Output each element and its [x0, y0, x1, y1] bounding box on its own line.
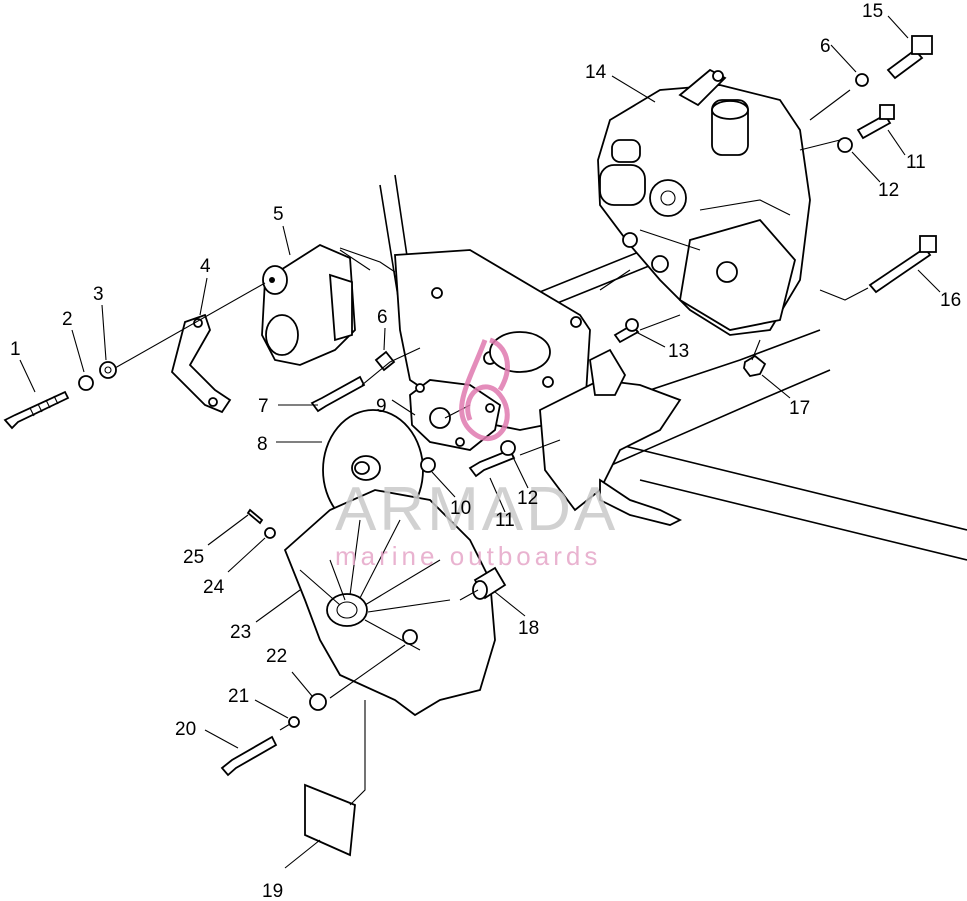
callout-4: 4	[200, 256, 211, 277]
callout-16: 16	[940, 290, 961, 311]
starter-motor	[261, 243, 356, 366]
callout-7: 7	[258, 396, 269, 417]
watermark-title: ARMADA	[335, 475, 618, 544]
watermark-subtitle: marine outboards	[335, 541, 601, 571]
callout-12-upper: 12	[878, 180, 899, 201]
explode-lines	[114, 89, 869, 806]
frame-bracket	[539, 348, 683, 526]
callout-23: 23	[230, 622, 251, 643]
callout-18: 18	[518, 618, 539, 639]
callout-20: 20	[175, 719, 196, 740]
callout-5: 5	[273, 204, 284, 225]
bolts	[3, 35, 937, 777]
callout-11-upper: 11	[906, 152, 926, 173]
bracket-4	[170, 313, 232, 414]
callout-22: 22	[266, 646, 287, 667]
belt-guard-cover	[283, 489, 496, 717]
callout-24: 24	[203, 577, 225, 598]
callout-6-left: 6	[377, 307, 388, 328]
bracket-plate-9	[409, 379, 502, 451]
callout-12-lower: 12	[517, 488, 538, 509]
callout-21: 21	[228, 686, 249, 707]
callout-15: 15	[862, 1, 883, 22]
callout-25: 25	[183, 547, 204, 568]
callout-19: 19	[262, 881, 283, 901]
callout-labels: 1 2 3 4 5 6 6 7 8 9 10 11 11 12 12 13 14…	[10, 1, 961, 901]
callout-1: 1	[10, 339, 21, 360]
callout-2: 2	[62, 309, 73, 330]
transmission-housing	[597, 68, 811, 336]
decal-19	[304, 783, 356, 857]
leader-lines	[19, 15, 941, 869]
callout-14: 14	[585, 62, 607, 83]
callout-3: 3	[93, 284, 104, 305]
spacer-18	[472, 566, 507, 600]
callout-9: 9	[376, 396, 387, 417]
callout-8: 8	[257, 434, 268, 455]
callout-6-right: 6	[820, 36, 831, 57]
callout-10: 10	[450, 498, 471, 519]
watermark-logo	[459, 337, 510, 441]
watermark: ARMADA marine outboards	[335, 337, 618, 571]
callout-17: 17	[789, 398, 810, 419]
washers-nuts	[78, 73, 869, 728]
callout-13: 13	[668, 341, 689, 362]
callout-11-lower: 11	[495, 510, 515, 531]
